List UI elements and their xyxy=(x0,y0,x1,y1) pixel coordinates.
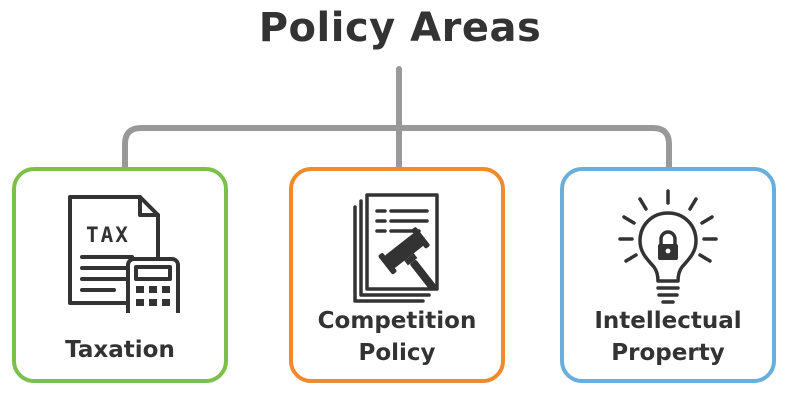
tax-icon-text: TAX xyxy=(86,223,130,247)
lightbulb-lock-icon xyxy=(618,189,718,304)
policy-card-taxation: TAX Taxation xyxy=(12,167,228,383)
card-label-competition-policy: Competition Policy xyxy=(293,305,501,369)
label-line: Competition xyxy=(317,308,477,334)
tax-document-calculator-icon: TAX xyxy=(68,195,180,313)
policy-card-intellectual-property: Intellectual Property xyxy=(560,167,776,383)
policy-card-competition-policy: Competition Policy xyxy=(289,167,505,383)
card-label-taxation: Taxation xyxy=(16,334,224,366)
gavel-document-icon xyxy=(353,193,439,303)
connector-bar xyxy=(122,125,672,170)
label-line: Taxation xyxy=(65,337,175,363)
label-line: Intellectual xyxy=(594,308,742,334)
label-line: Policy xyxy=(358,340,436,366)
diagram-title: Policy Areas xyxy=(258,5,542,51)
card-label-intellectual-property: Intellectual Property xyxy=(564,305,772,369)
label-line: Property xyxy=(611,340,725,366)
